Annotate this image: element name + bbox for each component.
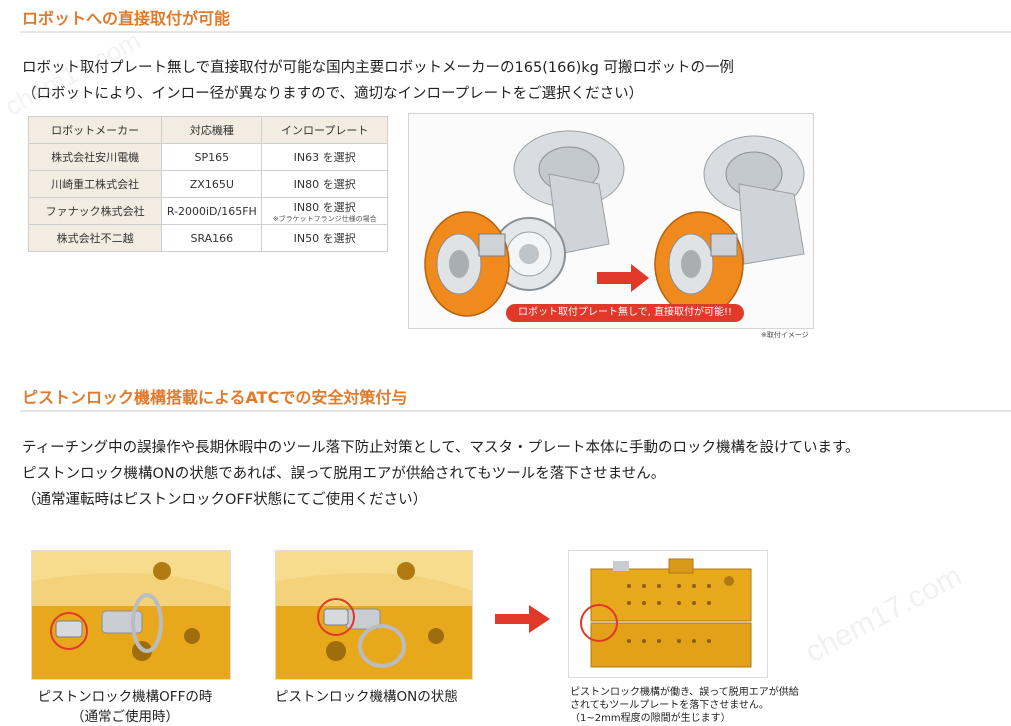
photo2-caption: ピストンロック機構ONの状態 <box>275 689 458 705</box>
robot-mount-drawing <box>424 130 805 317</box>
table-row: 株式会社不二越 SRA166 IN50 を選択 <box>27 224 388 252</box>
robot-arm-right <box>654 135 805 317</box>
section-title-piston-lock: ピストンロック機構搭載によるATCでの安全対策付与 <box>22 388 408 407</box>
cell-plate: IN80 を選択 ※ブラケットフランジ仕様の場合 <box>261 197 388 225</box>
piston-lock-off-image <box>32 551 230 679</box>
cell-model: R-2000iD/165FH <box>161 197 263 225</box>
photo3-caption-line3: （1~2mm程度の隙間が生じます） <box>570 713 731 724</box>
figure-note: ※取付イメージ <box>761 331 809 339</box>
robot-mount-illustration: ロボット取付プレート無しで, 直接取付が可能!! <box>408 113 814 329</box>
cell-maker: 株式会社安川電機 <box>27 143 163 171</box>
photo1-caption-line1: ピストンロック機構OFFの時 <box>37 689 213 705</box>
cell-plate-text: IN80 を選択 <box>293 201 356 214</box>
direct-mount-caption: ロボット取付プレート無しで, 直接取付が可能!! <box>506 304 744 322</box>
cell-plate: IN50 を選択 <box>261 224 388 252</box>
piston-lock-on-image <box>276 551 472 679</box>
photo3-caption-line2: されてもツールプレートを落下させません。 <box>570 700 769 711</box>
photo1-caption-line2: （通常ご使用時） <box>71 709 179 725</box>
table-row: ファナック株式会社 R-2000iD/165FH IN80 を選択 ※ブラケット… <box>27 197 388 225</box>
cell-maker: 川崎重工株式会社 <box>27 170 163 198</box>
photo3-caption-line1: ピストンロック機構が働き、誤って脱用エアが供給 <box>570 687 799 698</box>
cell-maker: ファナック株式会社 <box>27 197 163 225</box>
piston-paragraph-3: （通常運転時はピストンロックOFF状態にてご使用ください） <box>22 492 428 508</box>
intro-note: （ロボットにより、インロー径が異なりますので、適切なインロープレートをご選択くだ… <box>22 86 644 102</box>
column-header: ロボットメーカー <box>27 116 163 144</box>
column-header: インロープレート <box>261 116 388 144</box>
table-header-row: ロボットメーカー 対応機種 インロープレート <box>27 116 388 144</box>
arrow-right-icon <box>495 605 550 633</box>
piston-paragraph-2: ピストンロック機構ONの状態であれば、誤って脱用エアが供給されてもツールを落下さ… <box>22 466 666 482</box>
watermark-bottom: chem17.com <box>800 559 968 670</box>
cell-plate-note: ※ブラケットフランジ仕様の場合 <box>272 215 377 223</box>
cell-model: SP165 <box>161 143 263 171</box>
cell-plate: IN63 を選択 <box>261 143 388 171</box>
cell-model: ZX165U <box>161 170 263 198</box>
section-divider <box>20 31 1011 33</box>
column-header: 対応機種 <box>161 116 263 144</box>
tool-changer-left <box>424 211 510 317</box>
section-title-direct-mount: ロボットへの直接取付が可能 <box>22 9 231 28</box>
cell-model: SRA166 <box>161 224 263 252</box>
table-row: 川崎重工株式会社 ZX165U IN80 を選択 <box>27 170 388 198</box>
photo-piston-lock-on <box>275 550 473 680</box>
cell-plate: IN80 を選択 <box>261 170 388 198</box>
tool-plate-held-image <box>569 551 767 677</box>
robot-maker-table: ロボットメーカー 対応機種 インロープレート 株式会社安川電機 SP165 IN… <box>27 116 388 252</box>
intro-paragraph: ロボット取付プレート無しで直接取付が可能な国内主要ロボットメーカーの165(16… <box>22 60 734 76</box>
robot-arm-left <box>492 130 625 291</box>
table-row: 株式会社安川電機 SP165 IN63 を選択 <box>27 143 388 171</box>
piston-paragraph-1: ティーチング中の誤操作や長期休暇中のツール落下防止対策として、マスタ・プレート本… <box>22 440 860 456</box>
photo-piston-lock-off <box>31 550 231 680</box>
cell-maker: 株式会社不二越 <box>27 224 163 252</box>
photo-tool-plate-held <box>568 550 768 678</box>
section-divider <box>20 410 1011 412</box>
